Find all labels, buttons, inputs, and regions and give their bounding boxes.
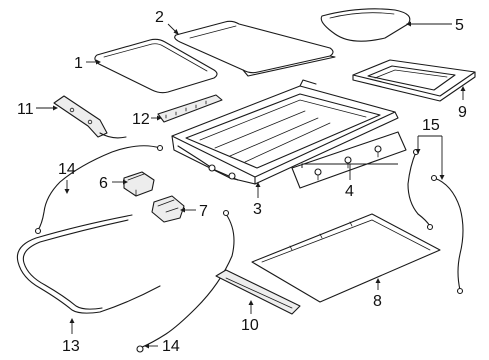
callout-1: 1 [74,55,83,72]
callout-15: 15 [422,117,440,134]
part-12-seal-strip [157,94,223,123]
callout-5: 5 [455,17,464,34]
callout-9: 9 [458,104,467,121]
callout-12: 12 [132,111,150,128]
part-14-drain-hose-upper [34,144,164,235]
leader-lines [36,21,466,349]
callout-13: 13 [62,338,80,355]
part-6-motor [123,171,155,197]
callout-6: 6 [99,175,108,192]
callout-3: 3 [253,201,262,218]
callout-4: 4 [345,183,354,200]
part-3-main-frame [171,79,399,185]
part-11-bracket [53,95,127,139]
callout-2: 2 [155,9,164,26]
callout-8: 8 [373,293,382,310]
part-5-deflector [320,8,411,42]
part-14-drain-hose-lower [136,209,235,353]
callout-14-lower: 14 [162,338,180,355]
part-15-cables [407,148,464,295]
callout-14-upper: 14 [58,161,76,178]
callout-10: 10 [241,317,259,334]
part-2-rear-glass [174,20,336,77]
part-9-frame [352,59,476,102]
part-13-drain-hose [16,214,161,314]
part-8-headliner [251,213,441,303]
callout-11: 11 [17,101,34,118]
callout-labels: 1 2 3 4 5 6 7 8 9 10 11 12 13 14 14 15 [17,9,467,355]
part-10-rail [215,269,301,315]
callout-7: 7 [199,203,208,220]
part-7-motor [151,195,185,223]
